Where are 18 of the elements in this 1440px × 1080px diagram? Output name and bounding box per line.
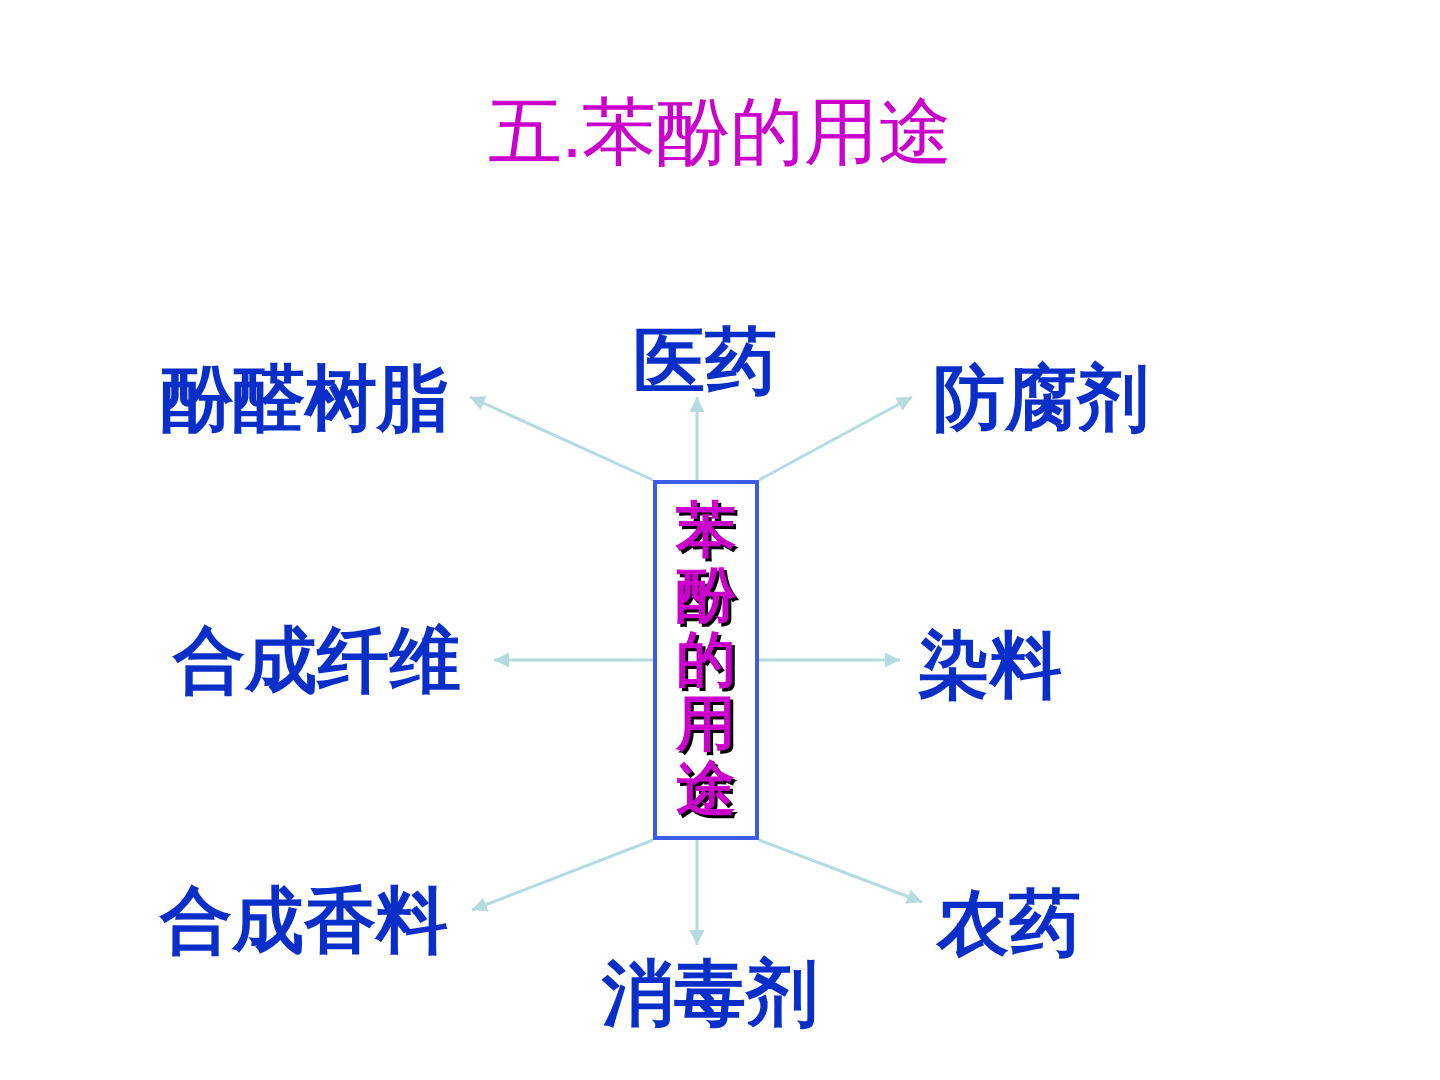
use-label: 酚醛树脂	[161, 361, 449, 434]
arrow	[494, 652, 653, 668]
use-label: 染料	[918, 629, 1062, 701]
use-label: 合成纤维	[173, 624, 461, 696]
use-label: 农药	[936, 886, 1081, 959]
use-label: 消毒剂	[602, 956, 818, 1029]
use-label: 医药	[633, 325, 777, 397]
arrow	[758, 395, 913, 482]
title: 五.苯酚的用途	[487, 90, 953, 173]
topic-box: 苯酚的用途	[653, 480, 759, 840]
use-label: 防腐剂	[933, 361, 1149, 434]
arrow	[689, 840, 705, 945]
arrow	[758, 838, 923, 904]
arrow	[759, 652, 900, 668]
use-label: 合成香料	[159, 884, 448, 956]
arrow	[689, 397, 705, 480]
arrow	[469, 395, 654, 482]
arrow	[471, 838, 654, 912]
